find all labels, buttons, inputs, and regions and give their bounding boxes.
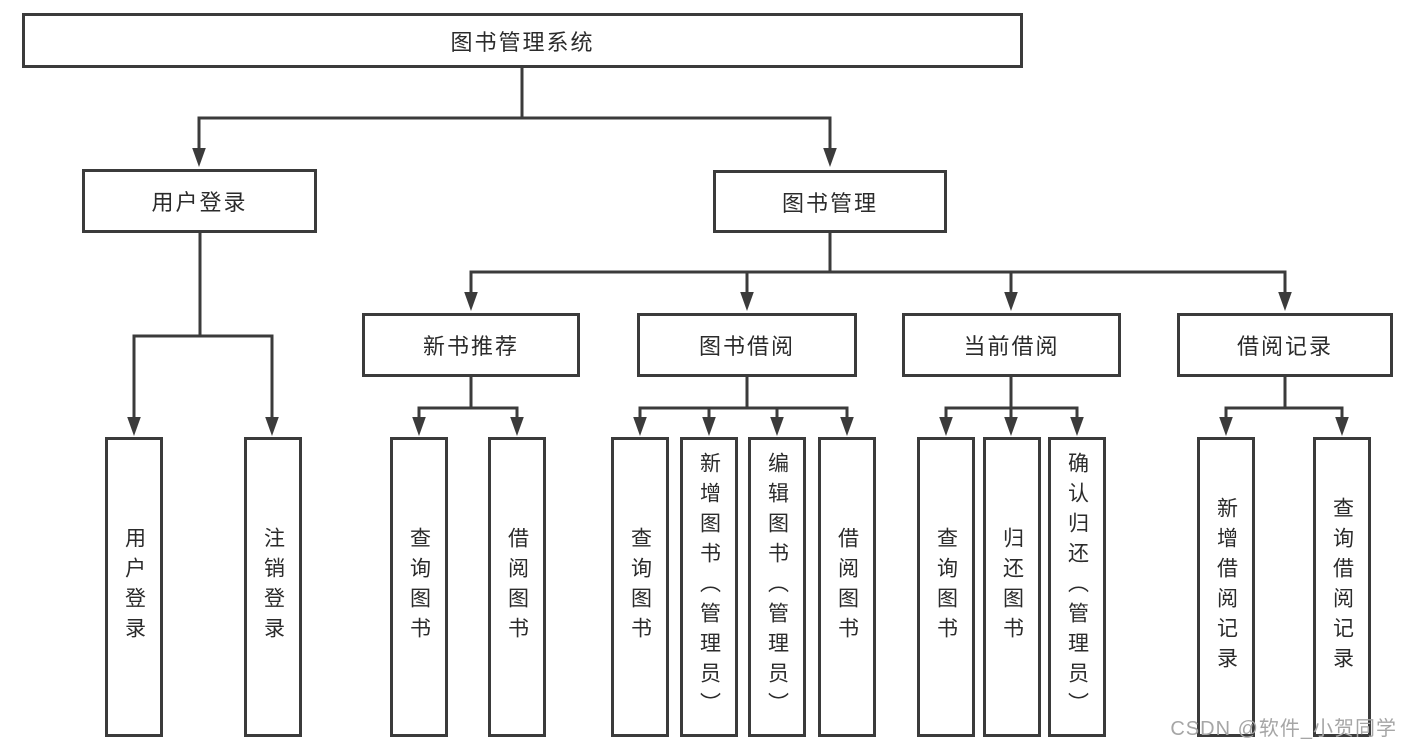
node-label: 用户登录 [122,527,146,647]
node-leaf-user-login: 用户登录 [105,437,163,737]
node-user-login: 用户登录 [82,169,317,233]
node-label: 借阅图书 [835,527,859,647]
node-leaf-return-books: 归还图书 [983,437,1041,737]
node-leaf-edit-books-admin: 编辑图书（管理员） [748,437,806,737]
node-leaf-logout: 注销登录 [244,437,302,737]
node-label: 新增借阅记录 [1214,497,1238,677]
node-leaf-add-borrow-record: 新增借阅记录 [1197,437,1255,737]
node-label: 编辑图书（管理员） [765,452,789,722]
node-label: 用户登录 [151,190,248,215]
node-label: 借阅图书 [505,527,529,647]
node-label: 借阅记录 [1236,334,1333,359]
node-label: 归还图书 [1000,527,1024,647]
node-new-book-recommend: 新书推荐 [362,313,580,377]
node-label: 图书管理系统 [450,29,595,55]
node-leaf-query-borrow-record: 查询借阅记录 [1313,437,1371,737]
node-label: 查询借阅记录 [1330,497,1354,677]
node-label: 确认归还（管理员） [1065,452,1089,722]
arrowheads [127,148,1349,436]
node-leaf-query-books-3: 查询图书 [917,437,975,737]
node-leaf-query-books-2: 查询图书 [611,437,669,737]
node-leaf-borrow-books-2: 借阅图书 [818,437,876,737]
node-root-system: 图书管理系统 [22,13,1023,68]
node-label: 查询图书 [407,527,431,647]
node-label: 新书推荐 [422,334,519,359]
node-leaf-borrow-books-1: 借阅图书 [488,437,546,737]
node-leaf-confirm-return-admin: 确认归还（管理员） [1048,437,1106,737]
node-leaf-query-books-1: 查询图书 [390,437,448,737]
node-label: 查询图书 [628,527,652,647]
node-label: 新增图书（管理员） [697,452,721,722]
node-label: 图书管理 [781,190,878,216]
csdn-watermark: CSDN @软件_小贺同学 [1170,718,1397,740]
node-label: 当前借阅 [963,334,1060,359]
node-book-management: 图书管理 [713,170,947,233]
node-label: 查询图书 [934,527,958,647]
node-current-borrow: 当前借阅 [902,313,1121,377]
node-leaf-add-books-admin: 新增图书（管理员） [680,437,738,737]
node-label: 图书借阅 [698,334,795,359]
edge-lines [132,68,1344,419]
node-book-borrow: 图书借阅 [637,313,857,377]
node-label: 注销登录 [261,527,285,647]
node-borrow-records: 借阅记录 [1177,313,1393,377]
